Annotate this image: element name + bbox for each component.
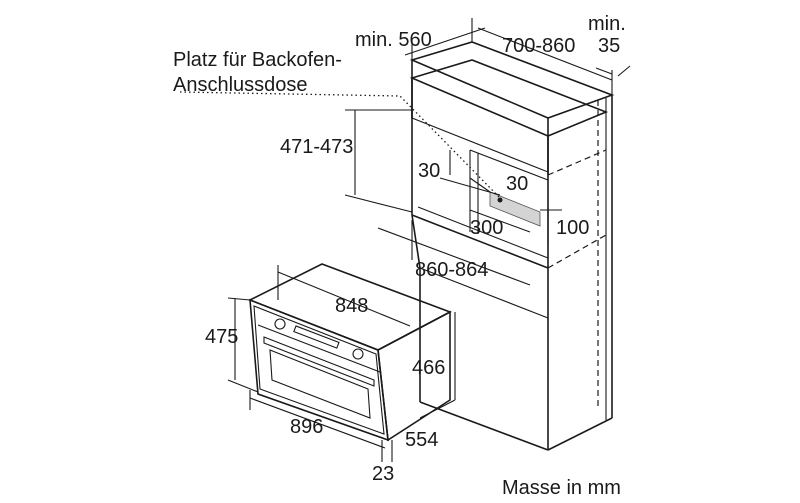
label-cabinet-depth: 700-860: [502, 35, 575, 57]
dimensions: [227, 18, 631, 462]
tall-cabinet: [409, 41, 615, 451]
label-min-width: min. 560: [355, 29, 432, 51]
upper-panel-bottom: [411, 117, 549, 173]
label-body-depth: 554: [405, 429, 438, 451]
dim-554-line: [419, 399, 456, 419]
label-socket-width: 300: [470, 217, 503, 239]
door-window: [269, 349, 371, 419]
label-niche-width: 860-864: [415, 259, 488, 281]
oven-front: [249, 298, 389, 442]
door-handle: [263, 336, 375, 387]
cabinet-bottom-front: [419, 401, 549, 451]
oven: [248, 263, 452, 442]
socket-label-line1: Platz für Backofen-: [173, 49, 342, 71]
cabinet-lower-connector: [411, 214, 421, 269]
socket-rectangle: [489, 191, 541, 227]
label-body-height: 466: [412, 357, 445, 379]
label-socket-offset-top: 30: [506, 173, 528, 195]
socket-area: [489, 191, 541, 227]
cabinet-bottom-side: [547, 417, 613, 451]
niche-floor-inner: [417, 206, 549, 259]
control-panel-line: [257, 324, 381, 373]
label-front-thickness: 23: [372, 463, 394, 485]
niche-floor-front: [411, 214, 549, 269]
label-front-width: 896: [290, 416, 323, 438]
label-units: Masse in mm: [502, 477, 621, 499]
label-min: min.: [588, 13, 626, 35]
socket-leader: [179, 91, 501, 199]
hidden-edge-2: [547, 234, 607, 269]
cabinet-top-band: [409, 59, 609, 137]
dim-896-line: [249, 397, 386, 449]
dim-niche-width-line: [377, 227, 531, 286]
dim-475-top: [227, 297, 251, 301]
label-niche-height: 471-473: [280, 136, 353, 158]
dim-30-diag: [469, 177, 491, 193]
display-panel: [293, 325, 340, 349]
socket-label-line2: Anschlussdose: [173, 74, 308, 96]
right-knob-icon: [352, 348, 364, 360]
label-socket-offset-left: 30: [418, 160, 440, 182]
dim-35-right: [617, 65, 631, 77]
left-knob-icon: [274, 318, 286, 330]
socket-dot: [497, 197, 503, 203]
label-min-gap: 35: [598, 35, 620, 57]
label-socket-height: 100: [556, 217, 589, 239]
hidden-edge-1: [547, 149, 607, 176]
oven-front-inner: [253, 305, 385, 435]
dim-848-line: [277, 271, 411, 327]
labels: Platz für Backofen- Anschlussdose min. 5…: [173, 13, 626, 499]
dim-300-line: [469, 209, 531, 233]
dim-depth-line: [477, 27, 613, 81]
label-front-height: 475: [205, 326, 238, 348]
niche-back-top: [469, 149, 549, 181]
dim-niche-height-bottom: [344, 194, 413, 213]
dim-475-bottom: [227, 379, 259, 393]
dim-560-line: [404, 27, 486, 56]
dim-35-left: [595, 67, 613, 75]
lower-panel-top: [419, 267, 549, 319]
label-appliance-width: 848: [335, 295, 368, 317]
dim-30-horiz: [439, 177, 501, 196]
